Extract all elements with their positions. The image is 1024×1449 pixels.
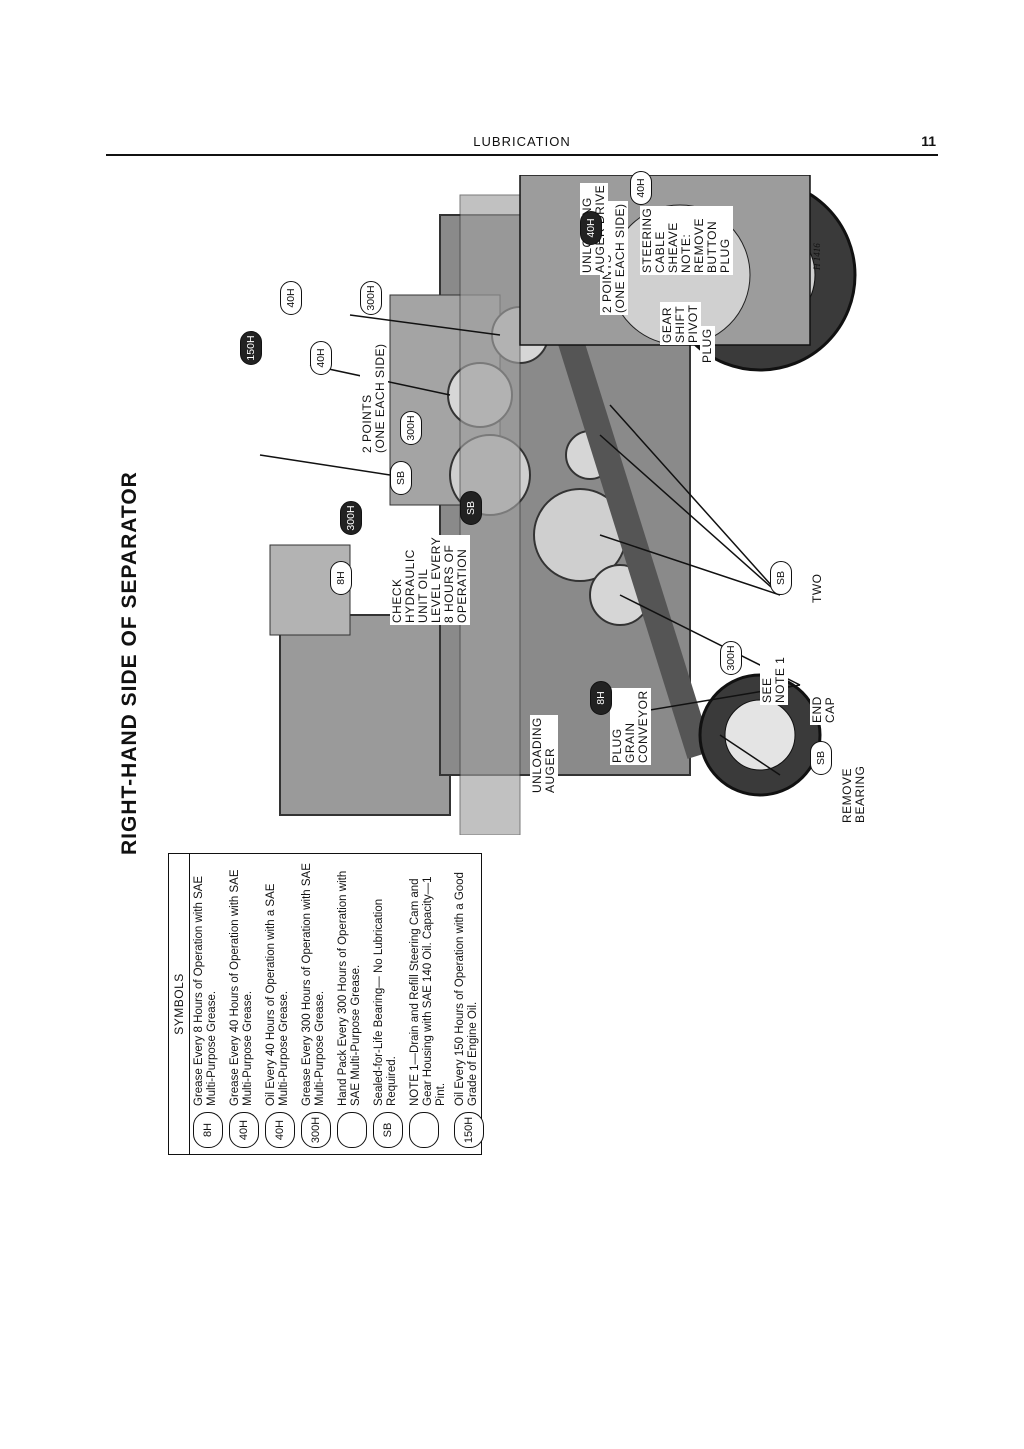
symbols-title: SYMBOLS	[169, 854, 190, 1154]
grain-tank	[279, 614, 451, 816]
callout-two-points-top: 2 POINTS (ONE EACH SIDE)	[360, 341, 388, 455]
steer-wheel-hub	[724, 699, 796, 771]
symbol-row: SB Sealed-for-Life Bearing— No Lubricatio…	[370, 854, 406, 1154]
callout-unloading-auger: UNLOADING AUGER	[530, 715, 558, 795]
symbol-badge-icon: 300H	[301, 1112, 331, 1148]
running-title: LUBRICATION	[473, 134, 571, 149]
symbol-row: NOTE 1—Drain and Refill Steering Cam and…	[406, 854, 451, 1154]
page-number: 11	[921, 133, 936, 149]
symbol-badge-icon: 40H	[229, 1112, 259, 1148]
page-title: RIGHT-HAND SIDE OF SEPARATOR	[118, 471, 141, 855]
combine-photo	[259, 175, 857, 835]
symbol-row: 150H Oil Every 150 Hours of Operation wit…	[451, 854, 487, 1154]
symbol-row: 40H Grease Every 40 Hours of Operation wi…	[226, 854, 262, 1154]
symbol-badge-icon: 40H	[265, 1112, 295, 1148]
callout-plug: PLUG	[700, 326, 715, 365]
symbol-description: Hand Pack Every 300 Hours of Operation w…	[337, 870, 362, 1106]
callout-check-hydraulic: CHECK HYDRAULIC UNIT OIL LEVEL EVERY 8 H…	[390, 534, 470, 625]
unloading-auger	[459, 194, 521, 835]
symbol-description: Grease Every 8 Hours of Operation with S…	[193, 875, 218, 1106]
combine-photo-area: CHECK HYDRAULIC UNIT OIL LEVEL EVERY 8 H…	[160, 165, 930, 835]
lubrication-badge-icon: SB	[460, 491, 482, 525]
page-header: LUBRICATION 11	[106, 130, 938, 156]
callout-end-cap: END CAP	[810, 694, 838, 725]
callout-gear-shift: GEAR SHIFT PIVOT	[660, 302, 701, 345]
symbol-row: 300H Grease Every 300 Hours of Operation …	[298, 854, 334, 1154]
symbol-badge-icon	[337, 1112, 367, 1148]
symbol-row: 8H Grease Every 8 Hours of Operation with…	[190, 854, 226, 1154]
symbol-description: NOTE 1—Drain and Refill Steering Cam and…	[409, 876, 447, 1106]
lubrication-badge-icon: 40H	[310, 341, 332, 375]
lubrication-badge-icon: 8H	[330, 561, 352, 595]
photo-code: H 1416	[812, 243, 822, 270]
symbols-legend: SYMBOLS 8H Grease Every 8 Hours of Operat…	[168, 853, 484, 1155]
lubrication-badge-icon: 300H	[340, 501, 362, 535]
symbol-badge-icon: 150H	[454, 1112, 484, 1148]
symbol-row: 40H Oil Every 40 Hours of Operation with …	[262, 854, 298, 1154]
symbol-description: Grease Every 40 Hours of Operation with …	[229, 869, 254, 1107]
symbol-row: Hand Pack Every 300 Hours of Operation w…	[334, 854, 370, 1154]
lubrication-badge-icon: SB	[810, 741, 832, 775]
auger-tube	[537, 271, 713, 759]
symbol-badge-icon: 8H	[193, 1112, 223, 1148]
symbol-description: Grease Every 300 Hours of Operation with…	[301, 863, 326, 1106]
symbol-description: Sealed-for-Life Bearing— No Lubrication …	[373, 898, 398, 1106]
callout-two: TWO	[810, 571, 825, 605]
symbol-description: Oil Every 150 Hours of Operation with a …	[454, 872, 479, 1106]
callout-see-note: SEE NOTE 1	[760, 654, 788, 705]
lubrication-badge-icon: 150H	[240, 331, 262, 365]
callout-plug-grain: PLUG GRAIN CONVEYOR	[610, 688, 651, 765]
symbol-badge-icon: SB	[373, 1112, 403, 1148]
symbol-badge-icon	[409, 1112, 439, 1148]
lubrication-badge-icon: 40H	[280, 281, 302, 315]
lubrication-badge-icon: SB	[770, 561, 792, 595]
callout-remove-bearing: REMOVE BEARING	[840, 763, 868, 825]
lubrication-badge-icon: 40H	[630, 171, 652, 205]
lubrication-badge-icon: 300H	[360, 281, 382, 315]
lubrication-badge-icon: 300H	[400, 411, 422, 445]
symbol-description: Oil Every 40 Hours of Operation with a S…	[265, 883, 290, 1106]
callout-steering: STEERING CABLE SHEAVE NOTE: REMOVE BUTTO…	[640, 205, 733, 275]
lubrication-badge-icon: 8H	[590, 681, 612, 715]
lubrication-badge-icon: 40H	[580, 211, 602, 245]
lubrication-badge-icon: SB	[390, 461, 412, 495]
lubrication-badge-icon: 300H	[720, 641, 742, 675]
